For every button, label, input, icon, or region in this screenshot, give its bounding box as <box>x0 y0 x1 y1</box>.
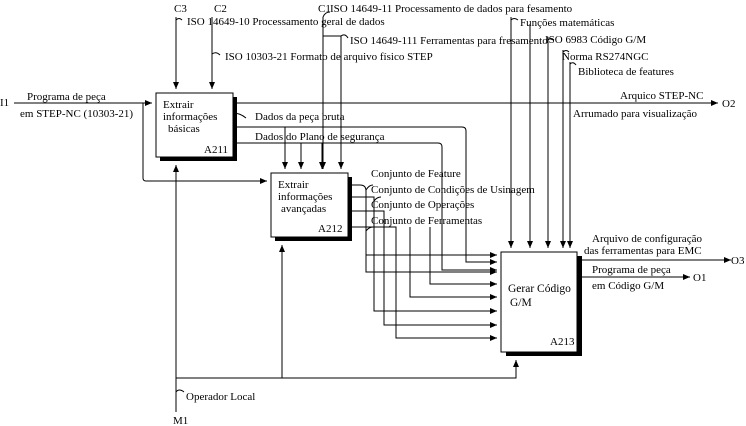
label-c3: C3 <box>174 3 187 15</box>
label-iso-14649-111: ISO 14649-111 Ferramentas para fresament… <box>350 35 548 47</box>
label-o2: O2 <box>722 98 735 110</box>
box-a212[interactable]: Extrair informações avançadas A212 <box>270 172 352 241</box>
label-o2-line1: Arquico STEP-NC <box>620 90 703 102</box>
label-biblioteca: Biblioteca de features <box>578 66 674 78</box>
label-conj-feature: Conjunto de Feature <box>371 168 461 180</box>
box-a211[interactable]: Extrair informações básicas A211 <box>155 92 237 161</box>
input-arrows <box>14 100 267 184</box>
box-a212-line1: Extrair <box>278 179 309 191</box>
output-arrows <box>232 100 731 341</box>
label-iso-6983: ISO 6983 Código G/M <box>545 34 646 46</box>
label-o2-line2: Arrumado para visualização <box>573 108 697 120</box>
label-conj-ferramentas: Conjunto de Ferramentas <box>371 215 482 227</box>
label-c2: C2 <box>214 3 227 15</box>
box-a211-line1: Extrair <box>163 99 194 111</box>
label-input-line2: em STEP-NC (10303-21) <box>20 108 133 120</box>
label-o1-line1: Programa de peça <box>592 264 671 276</box>
box-a213[interactable]: Gerar Código G/M A213 <box>500 251 582 356</box>
label-operador: Operador Local <box>186 391 255 403</box>
mechanism-arrows <box>173 165 519 412</box>
label-o3-line1: Arquivo de configuração <box>592 233 702 245</box>
label-c1: C1 <box>318 3 331 15</box>
label-iso-14649-11: ISO 14649-11 Processamento de dados para… <box>330 3 573 15</box>
label-funcoes: Funções matemáticas <box>520 17 614 29</box>
label-o1-line2: em Código G/M <box>592 280 664 292</box>
box-a212-line2: informações <box>278 191 332 203</box>
control-arrows <box>173 11 577 254</box>
label-o1: O1 <box>693 272 706 284</box>
label-iso-14649-10: ISO 14649-10 Processamento geral de dado… <box>187 16 385 28</box>
label-rs274: Norma RS274NGC <box>562 51 648 63</box>
box-a211-id: A211 <box>204 144 228 156</box>
label-i1: I1 <box>0 97 9 109</box>
label-input-line1: Programa de peça <box>27 91 106 103</box>
label-o3-line2: das ferramentas para EMC <box>584 245 702 257</box>
box-a213-id: A213 <box>550 336 575 348</box>
label-dados-plano: Dados do Plano de segurança <box>255 131 385 143</box>
box-a211-line2: informações <box>163 111 217 123</box>
box-a211-line3: básicas <box>168 123 200 135</box>
label-m1: M1 <box>173 415 188 426</box>
label-conj-usinagem: Conjunto de Condições de Usinagem <box>371 184 535 196</box>
label-iso-10303-21: ISO 10303-21 Formato de arquivo físico S… <box>225 51 433 63</box>
box-a212-line3: avançadas <box>281 203 326 215</box>
box-a212-id: A212 <box>318 223 342 235</box>
label-conj-operacoes: Conjunto de Operações <box>371 199 474 211</box>
box-a213-line2: G/M <box>510 297 532 309</box>
label-dados-peca: Dados da peça bruta <box>255 111 345 123</box>
box-a213-line1: Gerar Código <box>508 283 571 295</box>
label-o3: O3 <box>731 255 745 267</box>
